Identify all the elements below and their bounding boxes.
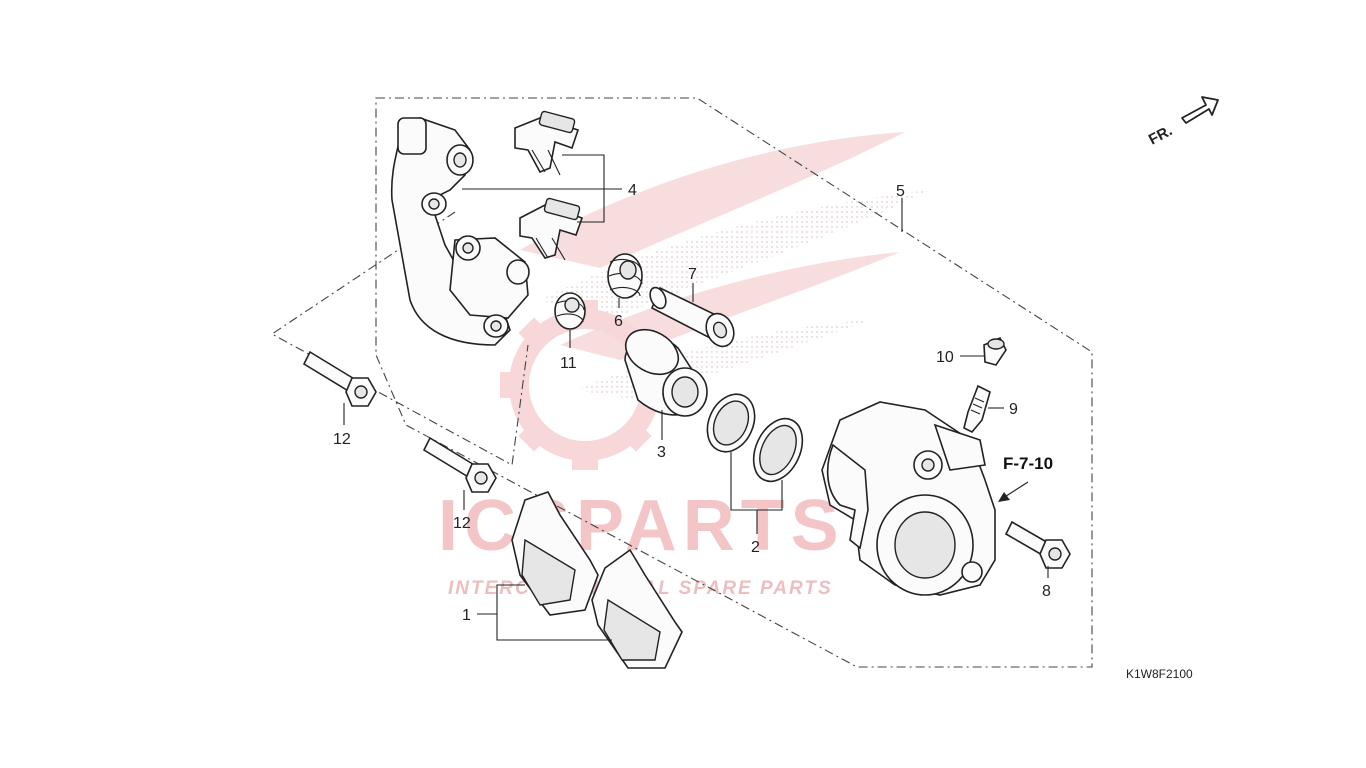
watermark-brand: ICSPARTS — [438, 486, 845, 566]
caliper-assembly-outline — [375, 97, 1093, 668]
piston-seal — [706, 393, 756, 453]
pin-boot-large — [607, 253, 643, 299]
callout-12-lower: 12 — [453, 515, 471, 532]
caliper-body — [821, 401, 996, 596]
callout-3: 3 — [657, 444, 666, 461]
callout-1: 1 — [462, 607, 471, 624]
direction-label: FR. — [1146, 122, 1175, 148]
slide-pin — [649, 286, 735, 348]
brake-pad-rear — [591, 548, 683, 669]
front-direction-indicator: FR. — [1146, 96, 1219, 149]
dust-seal — [752, 417, 804, 483]
callout-11: 11 — [560, 355, 577, 372]
pad-spring-upper — [514, 110, 580, 176]
caliper-piston — [624, 328, 708, 417]
pin-boot-small — [554, 292, 586, 330]
callout-10: 10 — [936, 349, 954, 366]
diagram-code: K1W8F2100 — [1126, 667, 1193, 681]
callout-6: 6 — [614, 313, 623, 330]
callout-2: 2 — [751, 539, 760, 556]
bracket-bolt-lower — [422, 436, 497, 493]
leader-lines — [343, 154, 1049, 641]
cross-reference-tag: F-7-10 — [1003, 454, 1053, 473]
bracket-bolt-upper — [302, 350, 377, 407]
callout-5: 5 — [896, 183, 905, 200]
bracket-subassembly-outline — [270, 211, 529, 466]
callout-9: 9 — [1009, 401, 1018, 418]
bleeder-cap — [983, 336, 1007, 366]
brake-pad-front — [511, 491, 599, 616]
watermark: ICSPARTS INTERCONTINENTAL SPARE PARTS — [438, 132, 930, 599]
pad-spring-lower — [519, 197, 584, 261]
callout-8: 8 — [1042, 583, 1051, 600]
caliper-mount-bolt — [1004, 520, 1071, 569]
bleeder-screw — [963, 384, 991, 433]
callout-12-upper: 12 — [333, 431, 351, 448]
callout-4: 4 — [628, 182, 637, 199]
caliper-bracket — [390, 117, 530, 346]
callout-labels: 1 2 3 4 5 6 7 8 9 10 11 12 12 — [333, 182, 1051, 624]
direction-arrow-icon — [1181, 96, 1219, 124]
callout-7: 7 — [688, 266, 697, 283]
